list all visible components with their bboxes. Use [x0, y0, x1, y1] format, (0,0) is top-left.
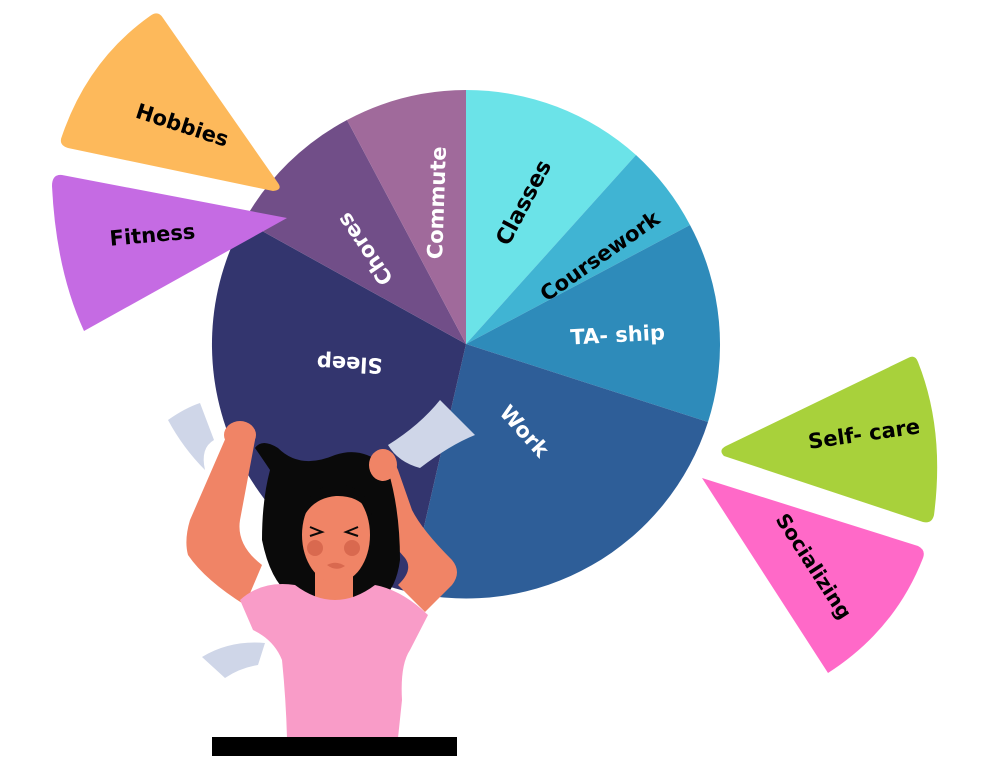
slice-classes [466, 89, 636, 344]
slice-taship [466, 225, 721, 422]
mouth [327, 562, 345, 569]
face [302, 487, 370, 583]
label-sleep: Sleep [316, 350, 383, 377]
blush-right [344, 540, 360, 556]
slice-fitness [52, 174, 287, 331]
paper-icon [202, 642, 265, 678]
slice-chores [244, 120, 466, 344]
eye-left [309, 526, 325, 537]
slice-work [409, 344, 708, 599]
label-taship: TA- ship [570, 321, 666, 350]
slice-socializing [702, 478, 924, 673]
slice-coursework [466, 155, 690, 344]
hair-fringe [302, 484, 372, 520]
paper-icon [168, 403, 214, 470]
slice-commute [347, 90, 466, 344]
left-arm [186, 427, 262, 605]
label-commute: Commute [423, 146, 451, 260]
right-hand [369, 449, 397, 481]
paper-icon [388, 400, 475, 468]
eye-right [343, 526, 359, 537]
shirt [240, 584, 428, 738]
blush-left [307, 540, 323, 556]
left-hand [224, 421, 256, 449]
slice-selfcare [721, 356, 938, 523]
stressed-woman-illustration [168, 400, 475, 756]
desk-edge [212, 737, 457, 756]
slice-hobbies [60, 13, 280, 191]
